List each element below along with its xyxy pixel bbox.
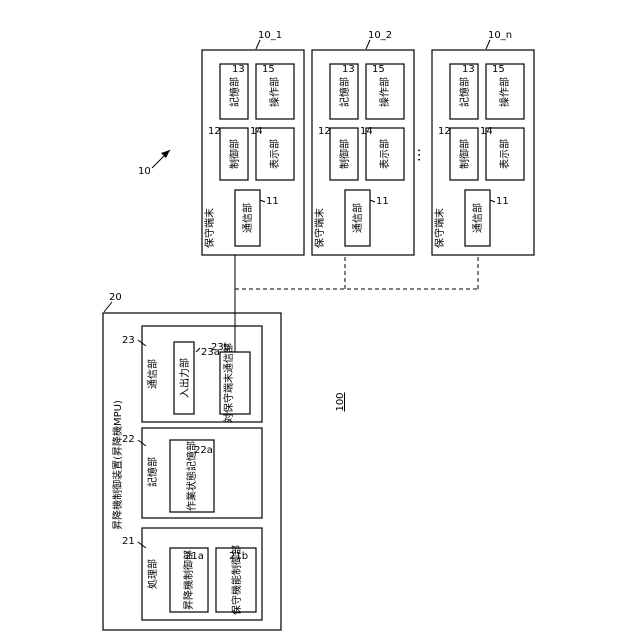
terminal-title: 保守端末	[313, 208, 326, 248]
terminal-comm-unit-23b-label: 対保守端末通信部	[222, 343, 235, 423]
terminal-display-label: 表示部	[378, 139, 391, 169]
controller-leader	[104, 302, 112, 312]
terminal-storage-label: 記憶部	[458, 77, 471, 107]
processing-unit-21-ref: 21	[122, 536, 135, 547]
terminal-storage-ref: 13	[342, 64, 355, 75]
terminal-comm-ref: 11	[376, 196, 389, 207]
maintenance-control-21b-ref: 21b	[229, 551, 248, 562]
terminal-operation-ref: 15	[492, 64, 505, 75]
terminal-operation-ref: 15	[372, 64, 385, 75]
terminal-ref: 10_1	[258, 30, 282, 41]
terminal-comm-label: 通信部	[241, 203, 254, 233]
terminal-comm-ref: 11	[496, 196, 509, 207]
terminal-10_2: 保守端末 10_2 通信部 11 制御部 12 表示部 14 記憶部 13 操作部 15	[312, 30, 414, 255]
terminal-10_n: 保守端末 10_n 通信部 11 制御部 12 表示部 14 記憶部 13 操作部 15	[432, 30, 534, 255]
terminal-title: 保守端末	[203, 208, 216, 248]
terminal-storage-label: 記憶部	[228, 77, 241, 107]
terminal-ref: 10_n	[488, 30, 512, 41]
terminal-group-ref: 10	[138, 166, 151, 177]
elevator-controller: 昇降機制御装置(昇降機MPU) 20 通信部 23 入出力部 23a 対保守端末…	[103, 292, 281, 630]
terminal-display-label: 表示部	[498, 139, 511, 169]
work-state-storage-22a-ref: 22a	[194, 445, 213, 456]
controller-title: 昇降機制御装置(昇降機MPU)	[111, 400, 124, 530]
system-ref: 100	[335, 392, 346, 411]
comm-unit-23-label: 通信部	[146, 359, 159, 389]
terminal-control-ref: 12	[318, 126, 331, 137]
terminal-display-ref: 14	[360, 126, 373, 137]
terminal-title: 保守端末	[433, 208, 446, 248]
terminal-storage-label: 記憶部	[338, 77, 351, 107]
comm-unit-23-ref: 23	[122, 335, 135, 346]
terminal-operation-label: 操作部	[268, 77, 281, 107]
elevator-control-21a-ref: 21a	[185, 551, 204, 562]
terminal-control-label: 制御部	[458, 139, 471, 169]
terminal-storage-ref: 13	[232, 64, 245, 75]
terminal-storage-ref: 13	[462, 64, 475, 75]
processing-unit-21-label: 処理部	[146, 559, 159, 589]
terminal-operation-label: 操作部	[498, 77, 511, 107]
terminal-comm-unit-23b-ref: 23b	[211, 342, 230, 353]
terminal-ref: 10_2	[368, 30, 392, 41]
terminal-group-arrowhead	[161, 150, 170, 158]
storage-unit-22-label: 記憶部	[146, 457, 159, 487]
terminal-operation-ref: 15	[262, 64, 275, 75]
terminal-operation-label: 操作部	[378, 77, 391, 107]
terminal-control-ref: 12	[208, 126, 221, 137]
controller-ref: 20	[109, 292, 122, 303]
terminal-10_1: 保守端末 10_1 通信部 11 制御部 12 表示部 14 記憶部 13 操作部 15	[202, 30, 304, 255]
terminal-control-label: 制御部	[338, 139, 351, 169]
terminal-display-ref: 14	[480, 126, 493, 137]
terminal-display-label: 表示部	[268, 139, 281, 169]
terminal-leader	[486, 40, 490, 49]
terminal-comm-ref: 11	[266, 196, 279, 207]
storage-unit-22-ref: 22	[122, 434, 135, 445]
terminal-comm-label: 通信部	[351, 203, 364, 233]
terminal-control-label: 制御部	[228, 139, 241, 169]
terminal-leader	[256, 40, 260, 49]
io-unit-23a-label: 入出力部	[178, 358, 191, 398]
maintenance-terminals: 保守端末 10_1 通信部 11 制御部 12 表示部 14 記憶部 13 操作部 15 保守端末 10_…	[202, 30, 534, 255]
terminal-control-ref: 12	[438, 126, 451, 137]
terminal-display-ref: 14	[250, 126, 263, 137]
terminal-comm-label: 通信部	[471, 203, 484, 233]
terminal-leader	[366, 40, 370, 49]
